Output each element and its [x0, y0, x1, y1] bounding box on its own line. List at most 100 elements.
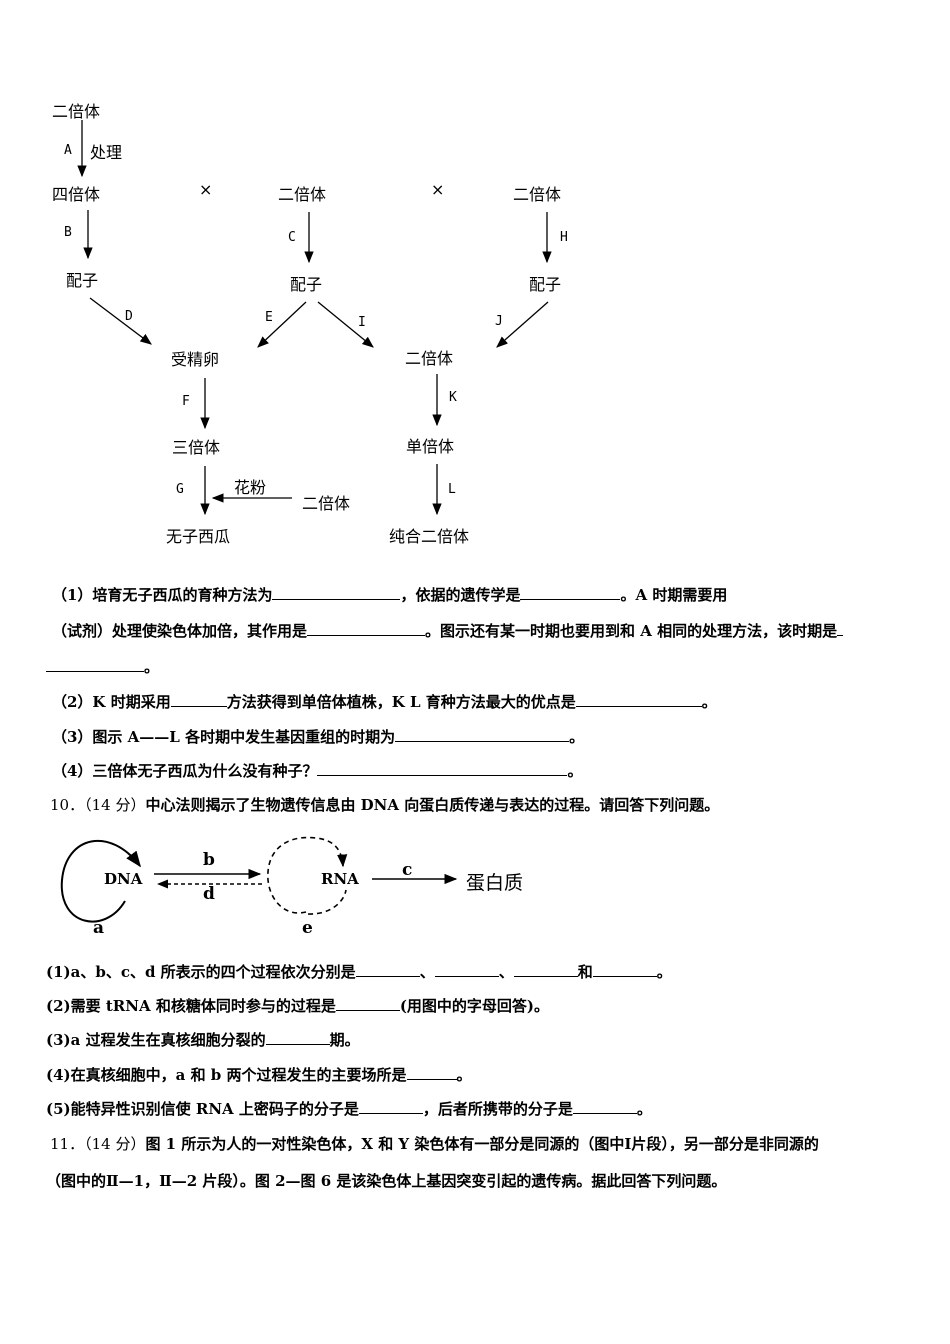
question-stem: 图 1 所示为人的一对性染色体，X 和 Y 染色体有一部分是同源的（图中Ⅰ片段）… [145, 1135, 819, 1153]
arrow-e-lower [307, 889, 347, 915]
answer-blank[interactable] [406, 1064, 457, 1080]
q10-stem: 10．（14 分）中心法则揭示了生物遗传信息由 DNA 向蛋白质传递与表达的过程… [50, 794, 719, 815]
answer-blank[interactable] [355, 961, 420, 977]
label-F: F [182, 394, 190, 409]
node-diploid-pollen: 二倍体 [302, 494, 351, 513]
answer-blank[interactable] [272, 584, 401, 600]
q10-text: (用图中的字母回答)。 [399, 997, 550, 1015]
node-seedless-watermelon: 无子西瓜 [166, 527, 231, 546]
answer-blank[interactable] [307, 620, 426, 636]
q9-text: 。 [567, 762, 583, 780]
q10-text: (4)在真核细胞中，a 和 b 两个过程发生的主要场所是 [46, 1066, 407, 1084]
node-diploid-k: 二倍体 [405, 349, 454, 368]
question-stem: 中心法则揭示了生物遗传信息由 DNA 向蛋白质传递与表达的过程。请回答下列问题。 [145, 796, 720, 814]
q10-text: (5)能特异性识别信使 RNA 上密码子的分子是 [46, 1100, 359, 1118]
q9-text: （2）K 时期采用 [52, 693, 171, 711]
arrow-J [496, 301, 549, 348]
q9-text: （4）三倍体无子西瓜为什么没有种子？ [52, 762, 318, 780]
label-E: E [265, 310, 273, 325]
q9-part2: （2）K 时期采用 方法获得到单倍体植株，K L 育种方法最大的优点是 。 [52, 691, 717, 712]
answer-blank[interactable] [592, 961, 657, 977]
q10-part3: (3)a 过程发生在真核细胞分裂的期。 [46, 1029, 360, 1050]
q9-part1-line2: （试剂）处理使染色体加倍，其作用是。图示还有某一时期也要用到和 A 相同的处理方… [52, 620, 844, 641]
answer-blank[interactable] [358, 1098, 423, 1114]
node-gamete-2: 配子 [290, 275, 323, 294]
q9-text: （3）图示 A——L 各时期中发生基因重组的时期为 [52, 728, 396, 746]
q10-text: 期。 [329, 1031, 360, 1049]
q9-text: 。图示还有某一时期也要用到和 A 相同的处理方法，该时期是 [425, 622, 838, 640]
q9-part4: （4）三倍体无子西瓜为什么没有种子？ 。 [52, 760, 582, 781]
answer-blank[interactable] [575, 691, 702, 707]
q9-part1-line3: 。 [46, 656, 159, 677]
label-B: B [64, 225, 72, 240]
answer-blank[interactable] [520, 584, 621, 600]
q9-part3: （3）图示 A——L 各时期中发生基因重组的时期为 。 [52, 726, 584, 747]
process-c-label: c [402, 860, 413, 880]
answer-blank[interactable] [46, 656, 144, 672]
answer-blank[interactable] [265, 1029, 330, 1045]
q10-text: 。 [636, 1100, 652, 1118]
q10-text: ，后者所携带的分子是 [422, 1100, 573, 1118]
node-pure-diploid: 纯合二倍体 [389, 527, 470, 546]
label-G: G [176, 482, 184, 497]
q9-text: 。A 时期需要用 [620, 586, 728, 604]
q9-text: 。 [701, 693, 717, 711]
q10-text: (1)a、b、c、d 所表示的四个过程依次分别是 [46, 963, 356, 981]
q9-text: （1）培育无子西瓜的育种方法为 [52, 586, 273, 604]
q10-text: 、 [498, 963, 514, 981]
answer-blank[interactable] [395, 726, 570, 742]
answer-blank[interactable] [837, 620, 844, 636]
arrow-I [317, 301, 374, 348]
protein-label: 蛋白质 [466, 872, 524, 894]
question-number: 10．（14 分） [50, 796, 146, 814]
arrow-a-replication [60, 839, 141, 923]
label-J: J [495, 314, 503, 329]
q10-part2: (2)需要 tRNA 和核糖体同时参与的过程是(用图中的字母回答)。 [46, 995, 549, 1016]
node-haploid: 单倍体 [406, 437, 455, 456]
q10-part4: (4)在真核细胞中，a 和 b 两个过程发生的主要场所是 。 [46, 1064, 472, 1085]
label-A: A [64, 143, 72, 158]
label-I: I [358, 315, 366, 330]
node-gamete-3: 配子 [529, 275, 562, 294]
central-dogma-diagram [60, 836, 458, 923]
node-diploid-right: 二倍体 [513, 185, 562, 204]
node-zygote: 受精卵 [171, 350, 220, 369]
question-number: 11．（14 分） [50, 1135, 146, 1153]
cross-symbol-1: × [199, 180, 213, 199]
process-d-label: d [203, 884, 215, 904]
label-D: D [125, 309, 133, 324]
cross-symbol-2: × [431, 180, 445, 199]
arrow-E [257, 301, 307, 348]
q10-text: 。 [456, 1066, 472, 1084]
q9-text: 。 [569, 728, 585, 746]
q9-part1-line1: （1）培育无子西瓜的育种方法为，依据的遗传学是。A 时期需要用 [52, 584, 727, 605]
process-e-label: e [302, 918, 313, 938]
answer-blank[interactable] [513, 961, 578, 977]
answer-blank[interactable] [572, 1098, 637, 1114]
answer-blank[interactable] [170, 691, 227, 707]
q10-part1: (1)a、b、c、d 所表示的四个过程依次分别是、、和。 [46, 961, 672, 982]
answer-blank[interactable] [434, 961, 499, 977]
process-b-label: b [203, 850, 215, 870]
node-gamete-1: 配子 [66, 271, 99, 290]
node-diploid-top: 二倍体 [52, 102, 101, 121]
q9-text: 方法获得到单倍体植株，K L 育种方法最大的优点是 [226, 693, 576, 711]
node-triploid: 三倍体 [172, 438, 221, 457]
node-diploid-mid: 二倍体 [278, 185, 327, 204]
question-stem: （图中的Ⅱ—1，Ⅱ—2 片段）。图 2—图 6 是该染色体上基因突变引起的遗传病… [46, 1172, 727, 1190]
label-C: C [288, 230, 296, 245]
rna-label: RNA [321, 870, 359, 888]
label-L: L [448, 482, 456, 497]
answer-blank[interactable] [317, 760, 568, 776]
label-H: H [560, 230, 568, 245]
q11-stem-line1: 11．（14 分）图 1 所示为人的一对性染色体，X 和 Y 染色体有一部分是同… [50, 1133, 819, 1154]
arrow-e-rna-replication [267, 836, 348, 914]
node-pollen: 花粉 [234, 478, 267, 497]
arrow-D [89, 297, 152, 345]
dna-label: DNA [104, 870, 143, 888]
node-tetraploid: 四倍体 [52, 185, 101, 204]
answer-blank[interactable] [335, 995, 400, 1011]
process-a-label: a [93, 918, 105, 938]
node-treat: 处理 [90, 143, 123, 162]
q10-part5: (5)能特异性识别信使 RNA 上密码子的分子是 ，后者所携带的分子是 。 [46, 1098, 652, 1119]
